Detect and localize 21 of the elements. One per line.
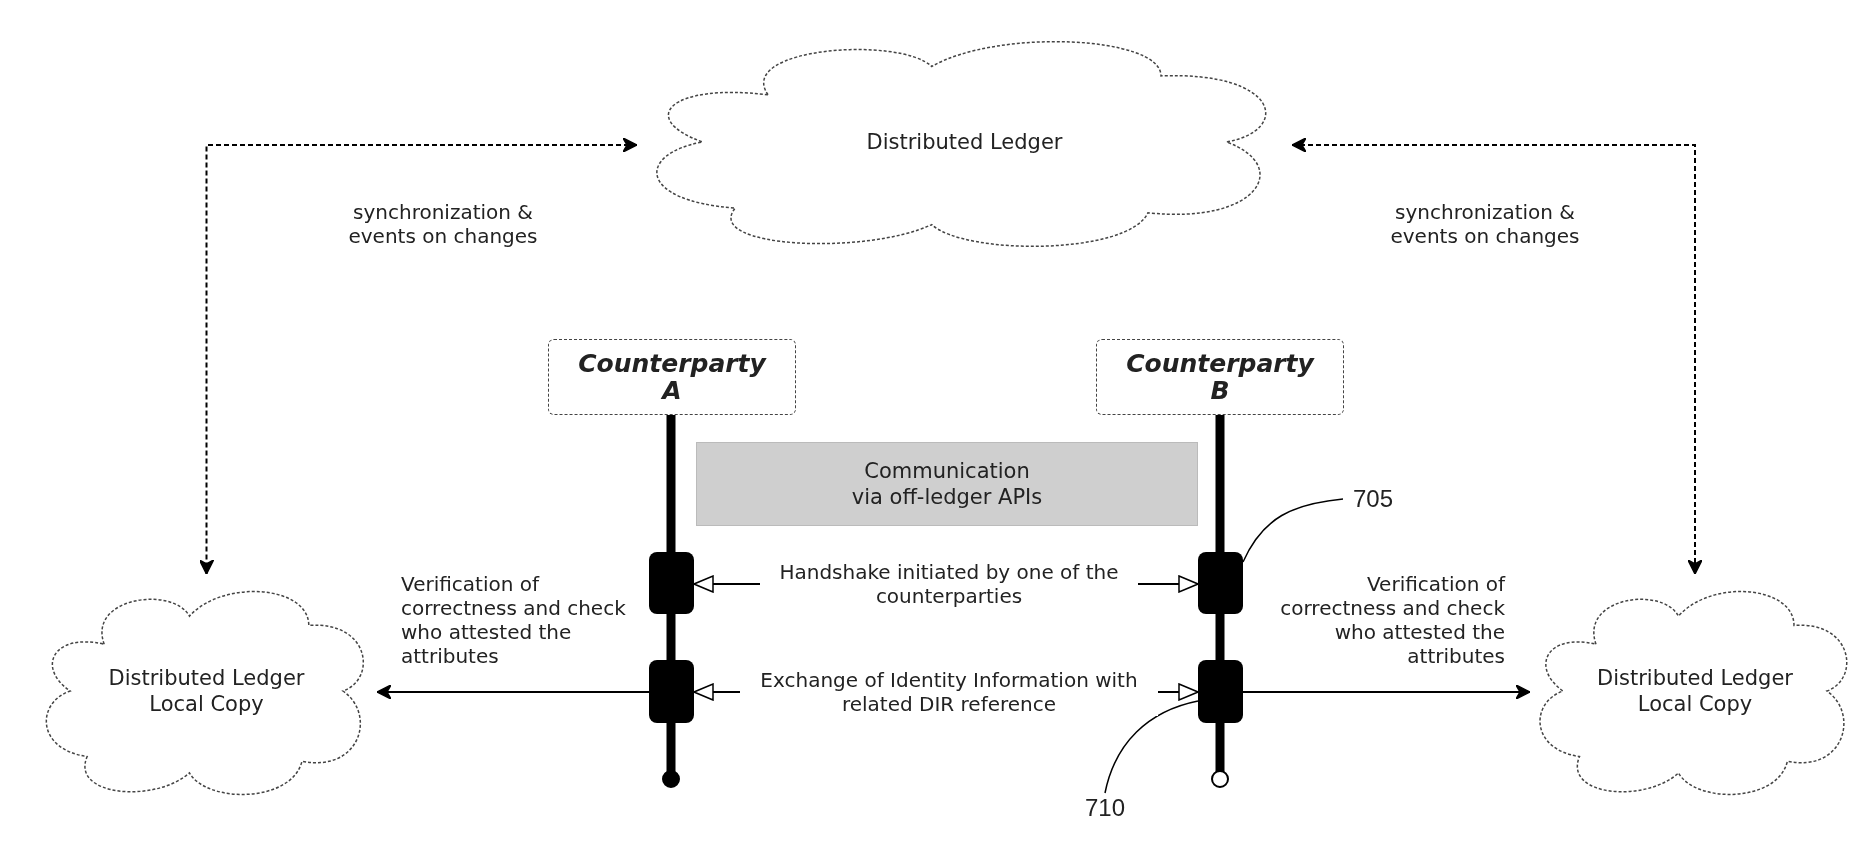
reference-number: 705 [1343,484,1403,514]
activation-bar [1198,552,1243,614]
leader-line [1242,498,1344,563]
arrow [1291,137,1703,575]
activation-bar [649,660,694,723]
cloud-label: Distributed Ledger Local Copy [1596,664,1794,718]
participant-label: Counterparty B [1126,349,1314,405]
activation-bar [649,552,694,614]
arrow [1242,684,1531,700]
reference-number: 710 [1075,793,1135,823]
band-label: Communication via off-ledger APIs [850,457,1044,511]
participant-label: Counterparty A [578,349,766,405]
leader-line [1104,700,1199,794]
cloud-label: Distributed Ledger Local Copy [107,664,306,718]
participant-box [1096,339,1344,415]
participant-box [548,339,796,415]
cloud-label: Distributed Ledger [866,128,1063,156]
arrow [198,137,638,575]
shaded-band [696,442,1198,526]
activation-bar [1198,660,1243,723]
arrow [376,684,650,700]
